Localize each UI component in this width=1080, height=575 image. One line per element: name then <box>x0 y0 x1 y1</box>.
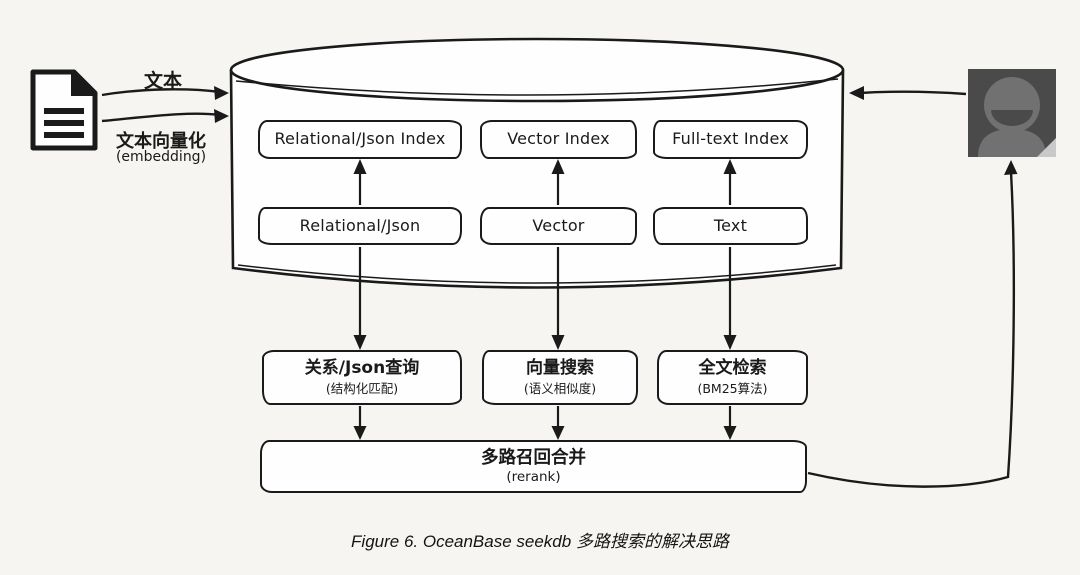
arrow-label-vectorize: 文本向量化 <box>116 131 206 152</box>
data-box-relational-json: Relational/Json <box>258 207 462 245</box>
arrow-label-embedding: (embedding) <box>115 149 207 165</box>
data-box-vector: Vector <box>480 207 637 245</box>
index-box-label: Relational/Json Index <box>274 129 446 149</box>
arrow-label-text: 文本 <box>143 70 182 92</box>
arrow-user-to-db <box>849 86 967 100</box>
arrow-merge-to-user <box>807 160 1018 488</box>
query-box-subtitle: (结构化匹配) <box>325 380 399 396</box>
user-avatar-icon <box>968 69 1056 157</box>
data-box-text: Text <box>653 207 808 245</box>
index-box-label: Vector Index <box>507 129 610 149</box>
arrows-query-to-merge <box>353 406 737 440</box>
merge-box-subtitle: (rerank) <box>506 468 561 485</box>
query-box-title: 关系/Json查询 <box>304 358 420 379</box>
data-box-label: Vector <box>532 215 585 235</box>
index-box-relational-json: Relational/Json Index <box>258 120 462 159</box>
query-box-vector-search: 向量搜索 (语义相似度) <box>482 350 638 405</box>
merge-box-title: 多路召回合并 <box>481 447 586 468</box>
arrow-embedding-to-db <box>101 109 229 123</box>
document-icon <box>30 69 98 151</box>
index-box-vector: Vector Index <box>480 120 637 159</box>
data-box-label: Text <box>713 215 748 235</box>
merge-rerank-box: 多路召回合并 (rerank) <box>260 440 807 493</box>
query-box-fulltext-search: 全文检索 (BM25算法) <box>657 350 808 405</box>
index-box-label: Full-text Index <box>672 129 789 149</box>
data-box-label: Relational/Json <box>299 215 421 235</box>
database-cylinder <box>229 37 845 289</box>
query-box-relational-json: 关系/Json查询 (结构化匹配) <box>262 350 462 405</box>
query-box-subtitle: (BM25算法) <box>697 380 768 396</box>
query-box-title: 向量搜索 <box>526 358 594 379</box>
query-box-subtitle: (语义相似度) <box>523 380 597 396</box>
arrow-text-to-db <box>101 86 229 100</box>
arrows-data-to-index <box>353 159 737 205</box>
figure-caption: Figure 6. OceanBase seekdb 多路搜索的解决思路 <box>351 532 729 551</box>
index-box-fulltext: Full-text Index <box>653 120 808 159</box>
arrows-db-to-query <box>353 247 737 350</box>
query-box-title: 全文检索 <box>698 358 767 379</box>
